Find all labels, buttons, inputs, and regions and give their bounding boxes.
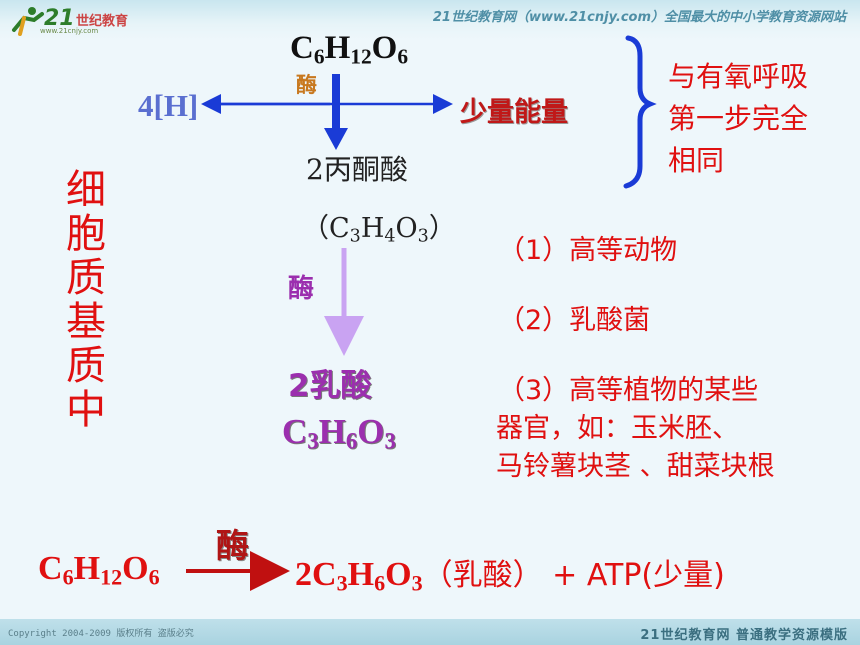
- down-arrow-blue: [324, 74, 348, 150]
- brace-note-line: 第一步完全: [668, 102, 809, 135]
- lactate-label: 2乳酸: [288, 368, 372, 404]
- footer-bar: [0, 619, 860, 645]
- example-1: （1）高等动物: [498, 235, 678, 266]
- location-char: 胞: [66, 211, 106, 257]
- location-char: 细: [66, 167, 106, 213]
- example-3: （3）高等植物的某些 器官，如：玉米胚、 马铃薯块茎 、甜菜块根: [496, 372, 775, 486]
- running-figure-icon: [12, 7, 44, 36]
- copyright-text: Copyright 2004-2009 版权所有 盗版必究: [8, 629, 194, 639]
- site-logo[interactable]: [4, 2, 144, 36]
- logo-url: www.21cnjy.com: [40, 27, 99, 35]
- lactate-formula: C3H6O3: [282, 412, 396, 454]
- equation-product: 2C3H6O3（乳酸） + ATP(少量): [295, 556, 725, 596]
- equation-enzyme: 酶: [216, 526, 249, 565]
- brace-note-line: 与有氧呼吸: [668, 60, 809, 93]
- location-label: 细 胞 质 基 质 中: [64, 168, 108, 432]
- logo-number: 21: [44, 6, 75, 31]
- example-3-line: 马铃薯块茎 、甜菜块根: [496, 451, 775, 482]
- equation-reactant: C6H12O6: [38, 550, 160, 590]
- footer-site-text: 21世纪教育网 普通教学资源模版: [640, 628, 848, 643]
- example-2: （2）乳酸菌: [498, 305, 651, 336]
- brace-note: 与有氧呼吸 第一步完全 相同: [668, 56, 808, 182]
- pyruvate-formula: （C3H4O3）: [302, 213, 456, 247]
- pyruvate-label: 2丙酮酸: [306, 153, 408, 186]
- location-char: 质: [66, 343, 106, 389]
- header-banner: [0, 0, 860, 40]
- example-3-line: （3）高等植物的某些: [498, 375, 759, 406]
- location-char: 质: [66, 255, 106, 301]
- brace-note-line: 相同: [668, 144, 725, 177]
- right-curly-brace: [623, 35, 657, 189]
- example-3-line: 器官，如：玉米胚、: [496, 413, 739, 444]
- small-energy-label: 少量能量: [460, 97, 568, 128]
- site-slogan: 21世纪教育网（www.21cnjy.com）全国最大的中小学教育资源网站: [432, 10, 846, 25]
- logo-text: 世纪教育: [76, 14, 129, 29]
- hydrogen-label: 4[H]: [138, 88, 199, 123]
- location-char: 中: [66, 387, 106, 433]
- glucose-formula-top: C6H12O6: [290, 30, 409, 69]
- location-char: 基: [66, 299, 106, 345]
- enzyme-label-mid: 酶: [288, 274, 315, 304]
- enzyme-label-top: 酶: [296, 73, 317, 97]
